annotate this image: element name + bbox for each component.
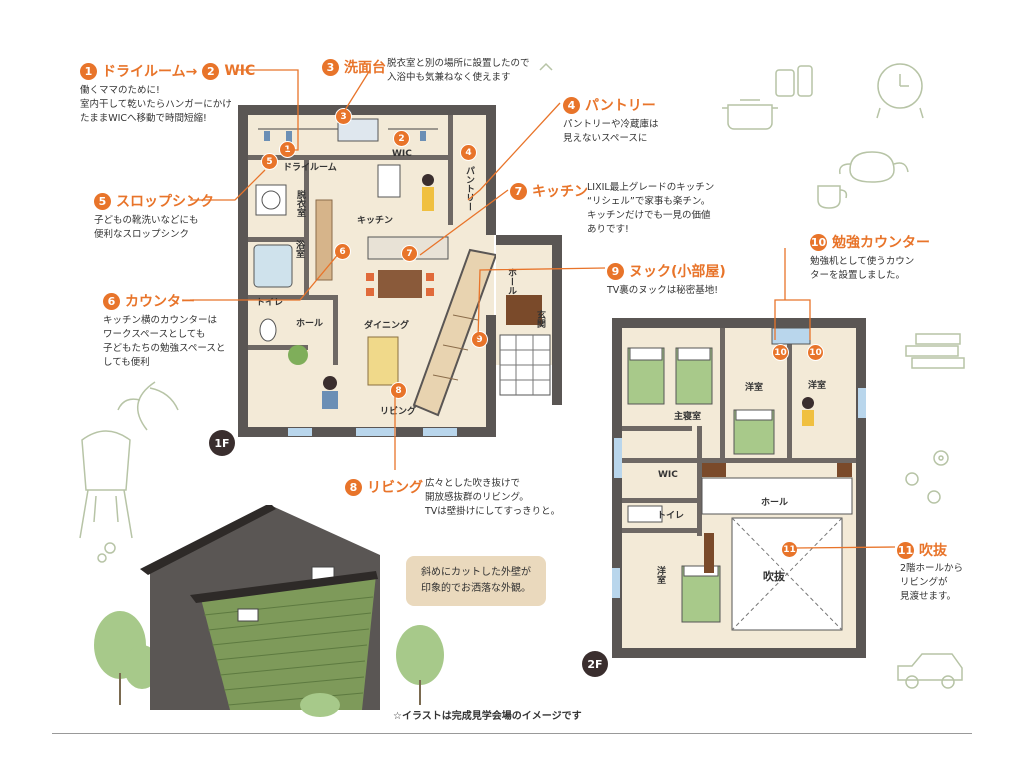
room-kitchen: キッチン xyxy=(357,216,394,226)
callout-10: 10 勉強カウンター xyxy=(810,232,930,252)
room-pantry: パントリー xyxy=(464,166,474,211)
callout-10-title: 勉強カウンター xyxy=(832,235,930,251)
callout-6-desc: キッチン横のカウンターは ワークスペースとしても 子どもたちの勉強スペースと し… xyxy=(103,315,226,368)
callout-8-title: リビング xyxy=(367,480,423,496)
callout-9: 9 ヌック(小部屋) xyxy=(607,261,726,281)
plant-icon xyxy=(117,381,179,431)
room-dining: ダイニング xyxy=(364,321,410,331)
room-toilet-1f: トイレ xyxy=(256,298,284,308)
pin-10b: 10 xyxy=(807,344,824,361)
chair-icon xyxy=(79,430,133,539)
clock-icon xyxy=(876,63,924,119)
cup-icon xyxy=(817,185,848,209)
callout-6-num: 6 xyxy=(103,292,120,310)
callout-9-desc: TV裏のヌックは秘密基地! xyxy=(607,285,719,296)
callout-3-desc: 脱衣室と別の場所に設置したので 入浴中も気兼ねなく使えます xyxy=(387,58,530,83)
callout-4: 4 パントリー xyxy=(563,95,656,115)
room-datsui: 脱衣室 xyxy=(295,190,305,217)
room-youshitsu-1: 洋室 xyxy=(745,383,764,393)
pin-5: 5 xyxy=(261,153,278,170)
room-toilet-2f: トイレ xyxy=(657,511,685,521)
callout-4-num: 4 xyxy=(563,96,580,114)
callout-10-desc: 勉強机として使うカウン ターを設置しました。 xyxy=(810,256,915,281)
callout-9-title: ヌック(小部屋) xyxy=(629,264,726,280)
room-master: 主寝室 xyxy=(674,412,702,422)
callout-1-desc: 働くママのために! 室内干して乾いたらハンガーにかけ たままWICへ移動で時間短… xyxy=(80,85,232,124)
floor-badge-1f: 1F xyxy=(209,430,235,456)
callout-5: 5 スロップシンク xyxy=(94,191,214,211)
room-wic-1f: WIC xyxy=(392,149,412,159)
floor-plan-1f xyxy=(238,105,562,437)
pin-8: 8 xyxy=(390,382,407,399)
callout-7-desc: LIXIL最上グレードのキッチン “リシェル”で家事も楽チン。 キッチンだけでも… xyxy=(587,182,715,235)
callout-2-num: 2 xyxy=(202,62,220,80)
callout-9-num: 9 xyxy=(607,262,624,280)
room-hall-2f: ホール xyxy=(761,498,789,508)
callout-11-desc: 2階ホールから リビングが 見渡せます。 xyxy=(900,563,964,602)
pin-3: 3 xyxy=(335,108,352,125)
car-icon xyxy=(897,653,963,689)
pin-10a: 10 xyxy=(772,344,789,361)
callout-3-num: 3 xyxy=(322,58,339,76)
callout-8-desc: 広々とした吹き抜けで 開放感抜群のリビング。 TVは壁掛けにしてすっきりと。 xyxy=(425,478,561,517)
room-hall-entrance: ホール xyxy=(506,268,516,295)
callout-1: 1 ドライルーム→ 2 WIC xyxy=(80,61,255,81)
room-youshitsu-3: 洋室 xyxy=(655,566,665,584)
room-genkan: 玄関 xyxy=(535,310,545,328)
room-hall-1f: ホール xyxy=(296,319,324,329)
room-fukinuke: 吹抜 xyxy=(763,570,785,583)
teapot-icon xyxy=(838,151,909,183)
callout-3-title: 洗面台 xyxy=(344,60,386,76)
pin-7: 7 xyxy=(401,245,418,262)
room-wic-2f: WIC xyxy=(658,470,678,480)
callout-5-num: 5 xyxy=(94,192,111,210)
jar-icon xyxy=(775,65,813,97)
house-exterior-illustration xyxy=(94,505,444,717)
callout-1-title: ドライルーム→ xyxy=(102,64,198,80)
room-living: リビング xyxy=(380,407,417,417)
callout-11-num: 11 xyxy=(897,541,914,559)
floor-plan-2f xyxy=(612,318,866,658)
callout-11-title: 吹抜 xyxy=(919,543,947,559)
callout-4-desc: パントリーや冷蔵庫は 見えないスペースに xyxy=(563,119,659,144)
pot-icon xyxy=(722,99,778,130)
callout-5-desc: 子どもの靴洗いなどにも 便利なスロップシンク xyxy=(94,215,199,240)
floor-badge-2f: 2F xyxy=(582,651,608,677)
callout-10-num: 10 xyxy=(810,233,827,251)
callout-11: 11 吹抜 xyxy=(897,540,947,560)
callout-7: 7 キッチン xyxy=(510,181,588,201)
bottom-divider xyxy=(52,733,972,734)
pin-11: 11 xyxy=(781,541,798,558)
room-youshitsu-2: 洋室 xyxy=(808,381,827,391)
callout-4-title: パントリー xyxy=(585,98,656,114)
pin-2: 2 xyxy=(393,130,410,147)
pin-9: 9 xyxy=(471,331,488,348)
callout-5-title: スロップシンク xyxy=(116,194,214,210)
pin-4: 4 xyxy=(460,144,477,161)
callout-2-title: WIC xyxy=(224,63,256,79)
footer-note: ☆イラストは完成見学会場のイメージです xyxy=(393,711,582,722)
callout-8: 8 リビング xyxy=(345,477,423,497)
flower-icon xyxy=(905,450,949,504)
callout-7-num: 7 xyxy=(510,182,527,200)
books-icon xyxy=(905,333,965,369)
room-dry-room: ドライルーム xyxy=(283,163,337,173)
room-bath: 浴室 xyxy=(294,240,304,258)
callout-1-num: 1 xyxy=(80,62,97,80)
callout-3: 3 洗面台 xyxy=(322,57,386,77)
pin-6: 6 xyxy=(334,243,351,260)
callout-7-title: キッチン xyxy=(532,184,588,200)
callout-6-title: カウンター xyxy=(125,294,195,310)
callout-6: 6 カウンター xyxy=(103,291,195,311)
callout-8-num: 8 xyxy=(345,478,362,496)
exterior-note: 斜めにカットした外壁が 印象的でお洒落な外観。 xyxy=(406,556,546,606)
